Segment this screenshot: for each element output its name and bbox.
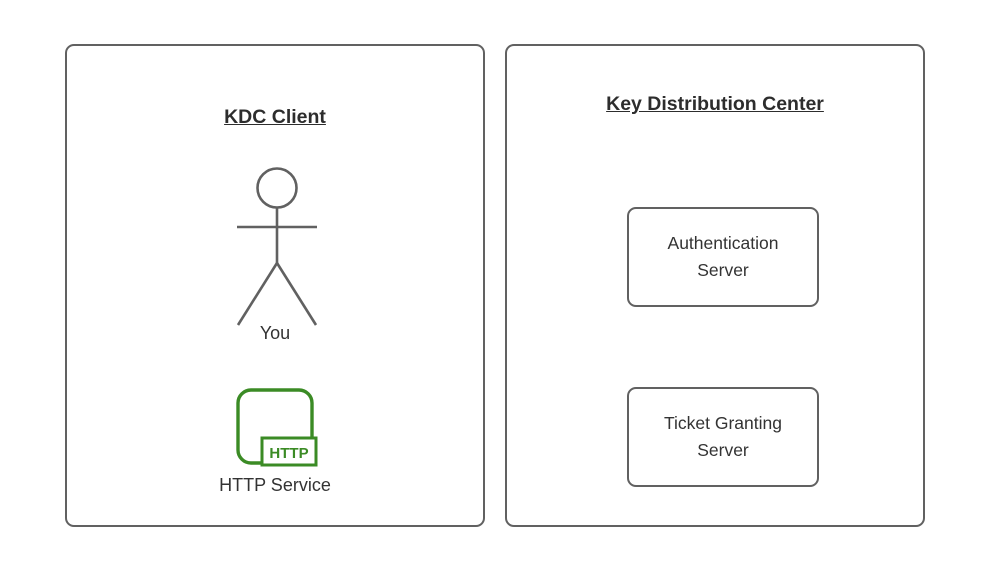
authentication-server-label: Authentication Server [667,233,779,280]
http-service-icon: HTTP [236,388,318,467]
http-badge-label: HTTP [269,445,308,462]
authentication-server-box: Authentication Server [627,207,819,307]
ticket-granting-server-box: Ticket Granting Server [627,387,819,487]
actor-label: You [259,323,291,343]
kdc-client-panel: KDC Client You HTTP HTTP Service [65,44,485,527]
kdc-client-title: KDC Client [224,106,326,128]
key-distribution-center-panel: Key Distribution Center Authentication S… [505,44,925,527]
http-service-label: HTTP Service [219,475,331,495]
key-distribution-center-title: Key Distribution Center [606,93,824,115]
stick-figure-icon [236,167,318,326]
ticket-granting-server-label: Ticket Granting Server [663,413,782,460]
